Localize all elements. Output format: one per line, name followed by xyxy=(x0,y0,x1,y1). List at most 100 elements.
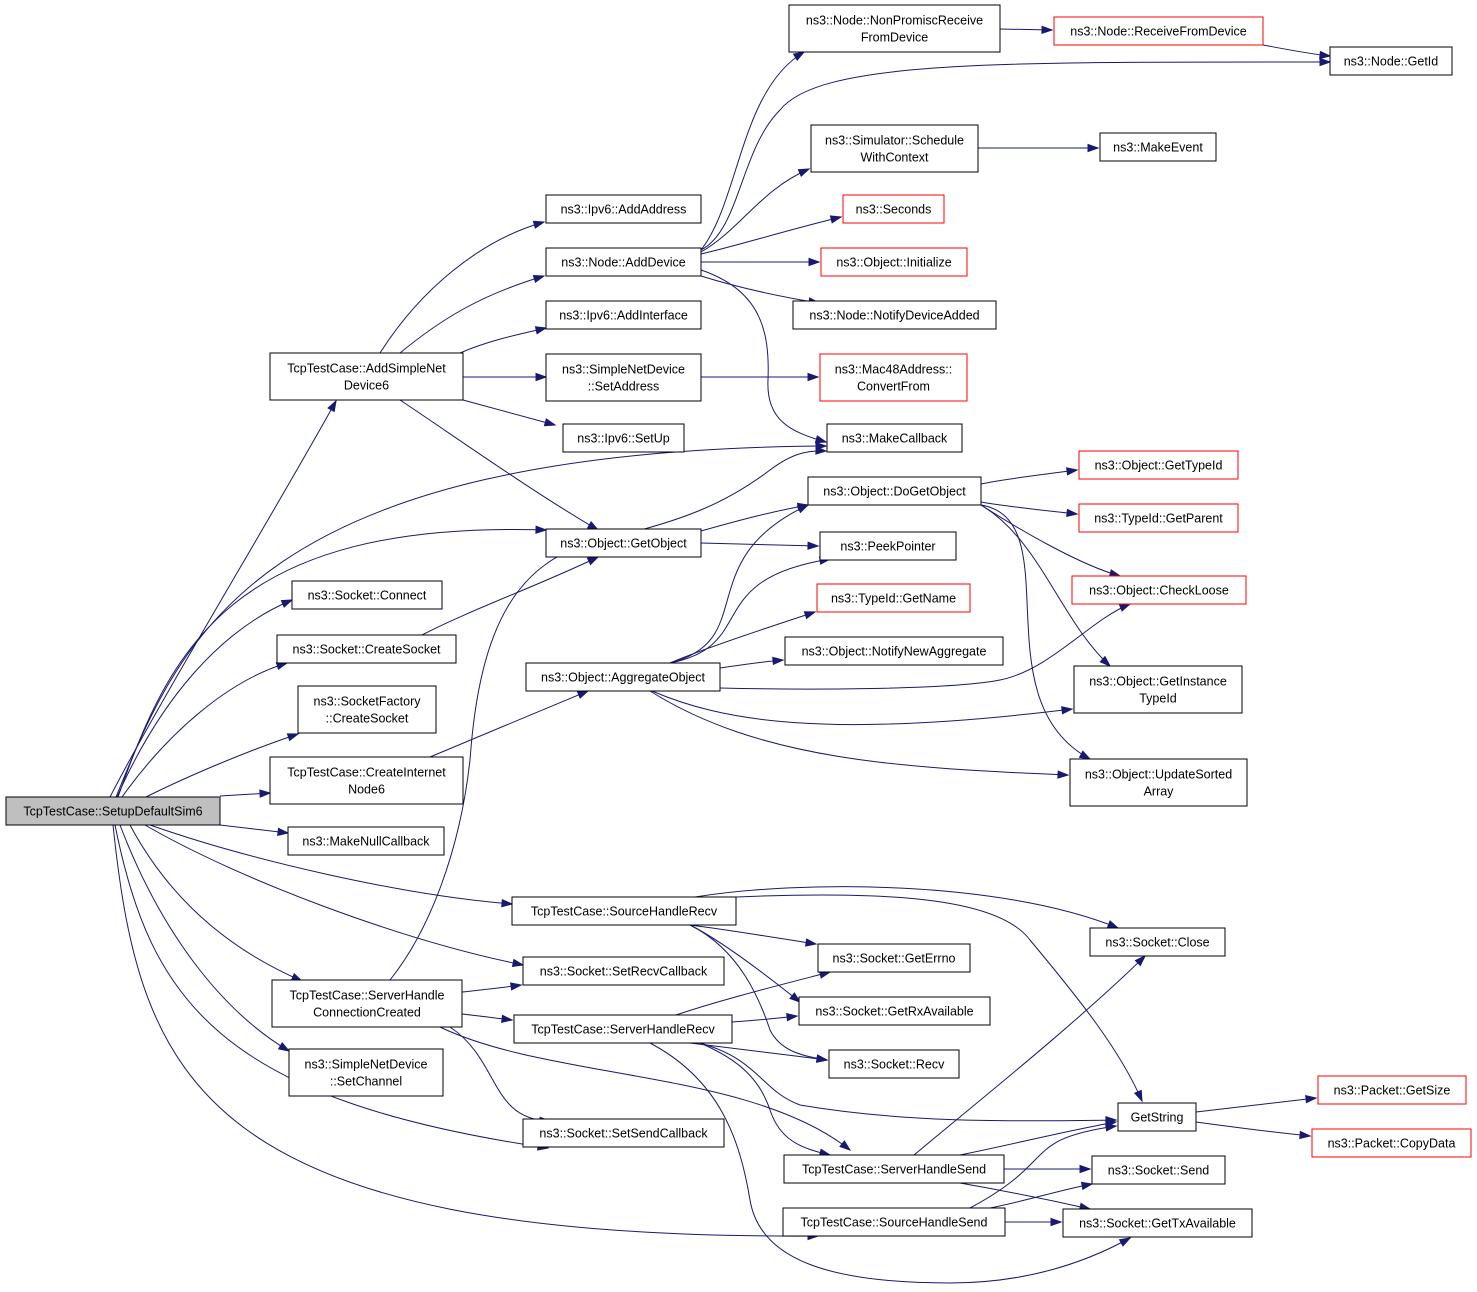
node-ns3-ipv6-setup[interactable]: ns3::Ipv6::SetUp xyxy=(562,423,685,453)
node-ns3-socket-setrecvcallback[interactable]: ns3::Socket::SetRecvCallback xyxy=(522,956,725,986)
call-edge-tcptestcase-serverhandleconnectioncreated-to-tcptestcase-serverhandlesend xyxy=(439,1026,852,1151)
node-ns3-socket-connect[interactable]: ns3::Socket::Connect xyxy=(291,580,443,610)
call-edge-ns3-object-aggregateobject-to-ns3-object-updatesortedarray xyxy=(649,690,1070,779)
arrowhead xyxy=(1079,1164,1092,1174)
node-ns3-socket-recv[interactable]: ns3::Socket::Recv xyxy=(828,1049,960,1079)
node-ns3-seconds[interactable]: ns3::Seconds xyxy=(842,194,945,224)
node-box xyxy=(5,796,221,826)
arrowhead xyxy=(501,898,514,908)
node-box xyxy=(782,1207,1006,1237)
arrowhead xyxy=(792,51,806,61)
node-ns3-makecallback[interactable]: ns3::MakeCallback xyxy=(826,423,963,453)
node-ns3-socket-send[interactable]: ns3::Socket::Send xyxy=(1091,1155,1226,1185)
node-label: ns3::Socket::GetTxAvailable xyxy=(1079,1217,1236,1231)
arrowhead xyxy=(275,661,289,671)
node-tcptestcase-serverhandleconnectioncreated[interactable]: TcpTestCase::ServerHandleConnectionCreat… xyxy=(271,979,463,1028)
node-ns3-socket-geterrno[interactable]: ns3::Socket::GetErrno xyxy=(817,943,971,973)
arrowhead xyxy=(543,418,557,427)
call-edge-tcptestcase-sourcehandlesend-to-ns3-socket-send xyxy=(989,1181,1094,1209)
node-ns3-socket-setsendcallback[interactable]: ns3::Socket::SetSendCallback xyxy=(522,1118,725,1148)
arrowhead xyxy=(535,525,548,534)
node-tcptestcase-setupdefaultsim6[interactable]: TcpTestCase::SetupDefaultSim6 xyxy=(5,796,221,826)
node-ns3-ipv6-addaddress[interactable]: ns3::Ipv6::AddAddress xyxy=(545,194,702,224)
node-tcptestcase-serverhandlerecv[interactable]: TcpTestCase::ServerHandleRecv xyxy=(513,1014,733,1044)
node-ns3-makeevent[interactable]: ns3::MakeEvent xyxy=(1099,132,1217,162)
arrowhead xyxy=(772,656,785,666)
node-ns3-ipv6-addinterface[interactable]: ns3::Ipv6::AddInterface xyxy=(545,300,702,330)
node-box xyxy=(271,979,463,1028)
node-ns3-peekpointer[interactable]: ns3::PeekPointer xyxy=(819,531,957,561)
node-ns3-object-initialize[interactable]: ns3::Object::Initialize xyxy=(820,247,968,277)
node-box xyxy=(545,300,702,330)
arrowhead xyxy=(1066,508,1079,518)
node-box xyxy=(1062,1208,1253,1238)
node-label: ::CreateSocket xyxy=(326,712,409,726)
arrowhead xyxy=(816,1054,829,1063)
arrowhead xyxy=(1087,143,1100,153)
node-ns3-socketfactory-createsocket[interactable]: ns3::SocketFactory::CreateSocket xyxy=(297,685,437,734)
node-ns3-node-notifydeviceadded[interactable]: ns3::Node::NotifyDeviceAdded xyxy=(792,300,997,330)
node-label: Device6 xyxy=(344,379,389,393)
node-ns3-typeid-getparent[interactable]: ns3::TypeId::GetParent xyxy=(1078,503,1239,533)
call-edge-ns3-object-getobject-to-ns3-peekpointer xyxy=(700,541,820,550)
call-edge-ns3-node-nonpromiscreceivefromdevice-to-ns3-node-receivefromdevice xyxy=(999,25,1054,35)
node-label: ns3::Object::NotifyNewAggregate xyxy=(802,645,987,659)
node-tcptestcase-serverhandlesend[interactable]: TcpTestCase::ServerHandleSend xyxy=(783,1154,1005,1184)
call-edges xyxy=(109,25,1332,1284)
node-box xyxy=(810,124,979,173)
node-box xyxy=(545,353,702,402)
node-label: ns3::PeekPointer xyxy=(840,540,935,554)
arrowhead xyxy=(797,168,811,178)
node-label: TcpTestCase::ServerHandle xyxy=(290,989,445,1003)
node-ns3-object-gettypeid[interactable]: ns3::Object::GetTypeId xyxy=(1078,450,1239,480)
node-ns3-typeid-getname[interactable]: ns3::TypeId::GetName xyxy=(816,583,971,613)
call-edge-tcptestcase-createinternetnode6-to-ns3-object-aggregateobject xyxy=(429,690,590,758)
arrowhead xyxy=(534,326,548,335)
node-box xyxy=(819,353,968,402)
node-ns3-socket-close[interactable]: ns3::Socket::Close xyxy=(1089,927,1226,957)
arrowhead xyxy=(532,274,546,284)
call-edge-ns3-node-receivefromdevice-to-ns3-node-getid xyxy=(1262,44,1332,60)
node-ns3-object-checkloose[interactable]: ns3::Object::CheckLoose xyxy=(1071,575,1247,605)
node-ns3-socket-getrxavailable[interactable]: ns3::Socket::GetRxAvailable xyxy=(798,996,991,1026)
node-ns3-socket-gettxavailable[interactable]: ns3::Socket::GetTxAvailable xyxy=(1062,1208,1253,1238)
node-tcptestcase-sourcehandlesend[interactable]: TcpTestCase::SourceHandleSend xyxy=(782,1207,1006,1237)
call-nodes: TcpTestCase::SetupDefaultSim6TcpTestCase… xyxy=(5,4,1472,1238)
arrowhead xyxy=(259,789,272,798)
node-ns3-mac48address-convertfrom[interactable]: ns3::Mac48Address::ConvertFrom xyxy=(819,353,968,402)
node-ns3-socket-createsocket[interactable]: ns3::Socket::CreateSocket xyxy=(276,634,457,664)
node-ns3-node-receivefromdevice[interactable]: ns3::Node::ReceiveFromDevice xyxy=(1053,16,1264,46)
node-ns3-simplenetdevice-setchannel[interactable]: ns3::SimpleNetDevice::SetChannel xyxy=(288,1048,444,1097)
node-ns3-object-notifynewaggregate[interactable]: ns3::Object::NotifyNewAggregate xyxy=(784,636,1004,666)
node-ns3-packet-getsize[interactable]: ns3::Packet::GetSize xyxy=(1317,1075,1467,1105)
node-label: GetString xyxy=(1131,1111,1184,1125)
node-ns3-node-getid[interactable]: ns3::Node::GetId xyxy=(1329,46,1453,76)
call-edge-ns3-node-adddevice-to-ns3-node-nonpromiscreceivefromdevice xyxy=(700,51,806,251)
node-ns3-object-getobject[interactable]: ns3::Object::GetObject xyxy=(545,528,702,558)
node-label: ns3::Socket::GetErrno xyxy=(833,952,956,966)
node-ns3-object-aggregateobject[interactable]: ns3::Object::AggregateObject xyxy=(525,662,721,692)
node-ns3-simplenetdevice-setaddress[interactable]: ns3::SimpleNetDevice::SetAddress xyxy=(545,353,702,402)
node-box xyxy=(1073,665,1243,714)
node-label: ns3::SimpleNetDevice xyxy=(305,1058,428,1072)
node-ns3-makenullcallback[interactable]: ns3::MakeNullCallback xyxy=(287,826,445,856)
node-box xyxy=(545,528,702,558)
node-ns3-packet-copydata[interactable]: ns3::Packet::CopyData xyxy=(1311,1128,1472,1158)
node-box xyxy=(817,943,971,973)
call-edge-tcptestcase-serverhandlesend-to-ns3-socket-close xyxy=(913,954,1147,1156)
node-label: ns3::Socket::CreateSocket xyxy=(293,643,442,657)
arrowhead xyxy=(796,504,810,514)
node-ns3-object-dogetobject[interactable]: ns3::Object::DoGetObject xyxy=(807,476,982,506)
node-ns3-node-adddevice[interactable]: ns3::Node::AddDevice xyxy=(545,247,702,277)
node-label: ns3::Object::AggregateObject xyxy=(541,671,706,685)
node-tcptestcase-sourcehandlerecv[interactable]: TcpTestCase::SourceHandleRecv xyxy=(511,896,737,926)
arrowhead xyxy=(532,220,546,229)
node-label: ns3::Socket::Send xyxy=(1108,1164,1210,1178)
node-getstring[interactable]: GetString xyxy=(1117,1102,1197,1132)
